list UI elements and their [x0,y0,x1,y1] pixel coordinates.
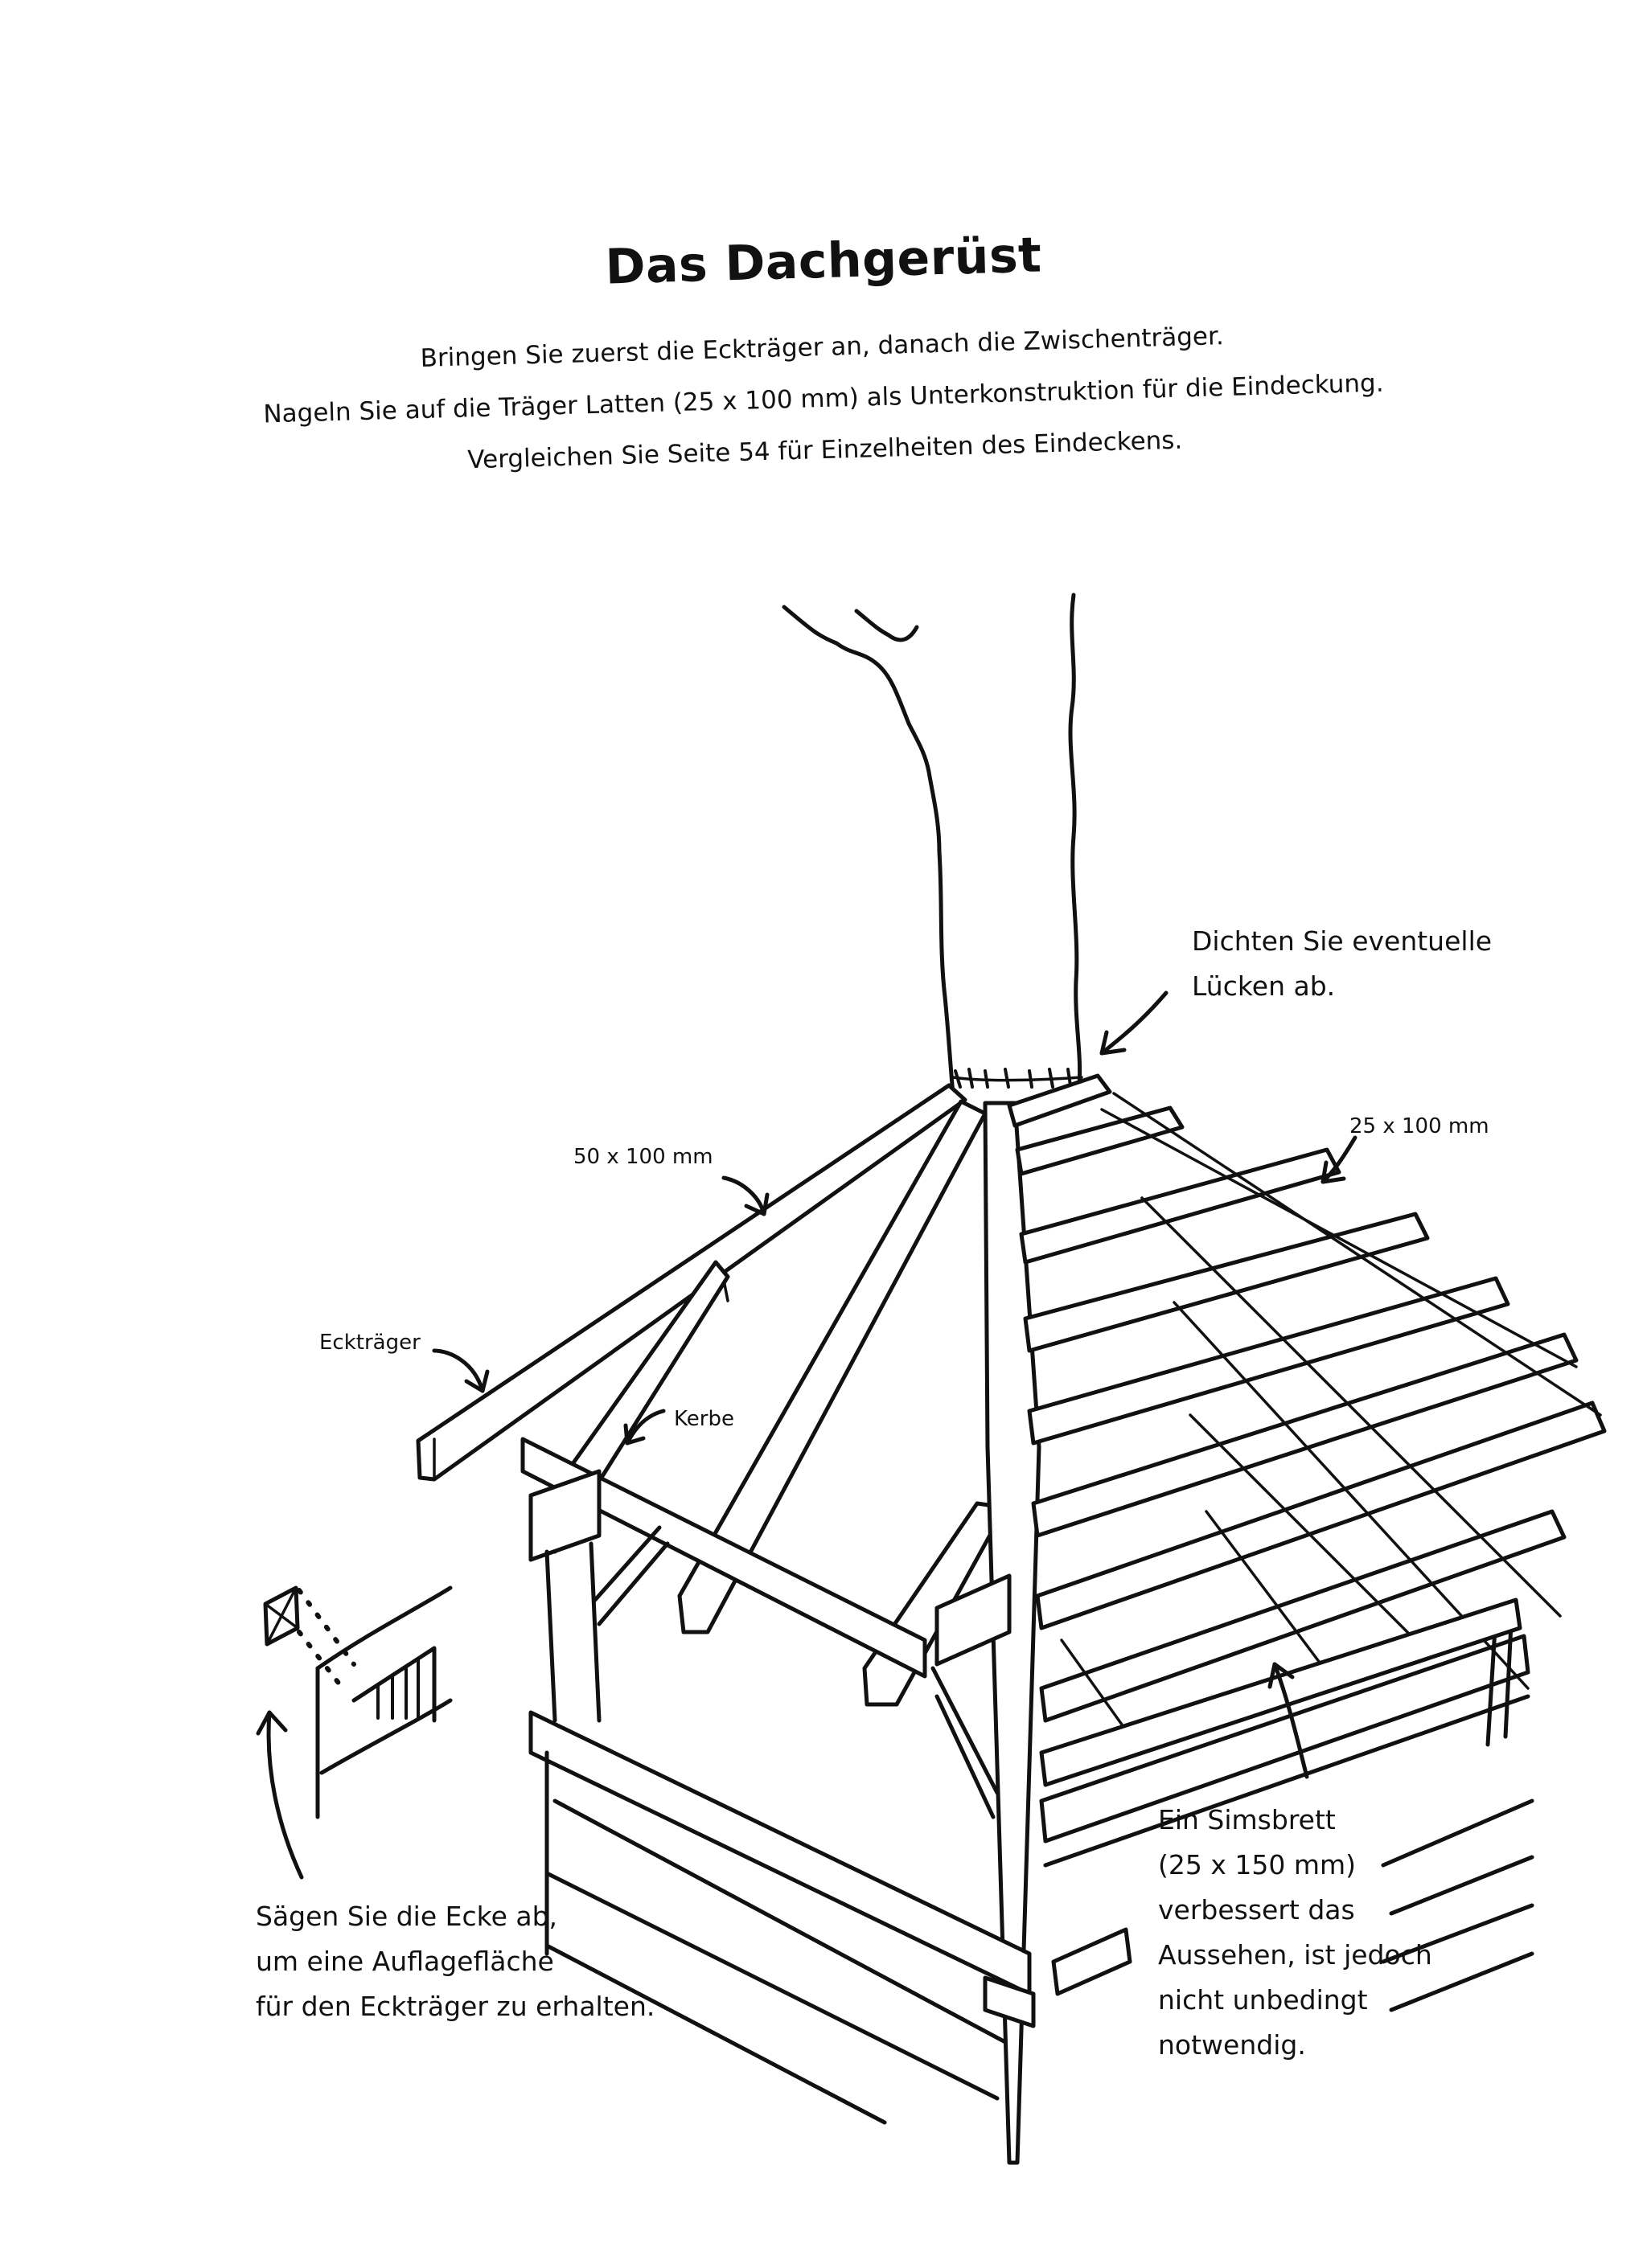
label-line: Ein Simsbrett [1158,1804,1336,1835]
label-notch: Kerbe [674,1407,734,1431]
label-saw-corner: Sägen Sie die Ecke ab, um eine Auflagefl… [256,1894,655,2029]
label-batten-size: 25 x 100 mm [1349,1114,1489,1138]
label-line: um eine Auflagefläche [256,1946,554,1977]
arrow-batten [1320,1135,1357,1184]
tree-trunk [782,593,1083,1096]
arrow-corner-rafter [432,1348,490,1393]
label-seal-gaps: Dichten Sie eventuelle Lücken ab. [1192,919,1492,1009]
corner-notch-detail [263,1585,453,1819]
arrow-fascia [1267,1662,1309,1779]
label-fascia: Ein Simsbrett (25 x 150 mm) verbessert d… [1158,1798,1432,2068]
label-line: Lücken ab. [1192,970,1336,1002]
rafter-intermediate [536,1099,988,1634]
label-line: verbessert das [1158,1894,1355,1926]
label-line: Sägen Sie die Ecke ab, [256,1901,558,1932]
label-line: Dichten Sie eventuelle [1192,925,1493,957]
label-rafter-size: 50 x 100 mm [573,1145,713,1169]
arrow-notch [623,1409,666,1446]
wall-plates [520,1437,1012,1819]
roof-battens [1007,1073,1607,1868]
wall-cladding [528,1710,1036,2125]
arrow-rafter [721,1175,770,1216]
label-line: notwendig. [1158,2029,1306,2061]
label-line: für den Eckträger zu erhalten. [256,1991,655,2022]
label-line: (25 x 150 mm) [1158,1849,1357,1880]
label-corner-rafter: Eckträger [319,1331,421,1355]
wall-cladding-right [1051,1798,1534,2012]
arrow-saw-corner [256,1710,304,1880]
arrow-seal-gaps [1099,990,1169,1056]
label-line: nicht unbedingt [1158,1984,1368,2016]
label-line: Aussehen, ist jedoch [1158,1939,1432,1971]
